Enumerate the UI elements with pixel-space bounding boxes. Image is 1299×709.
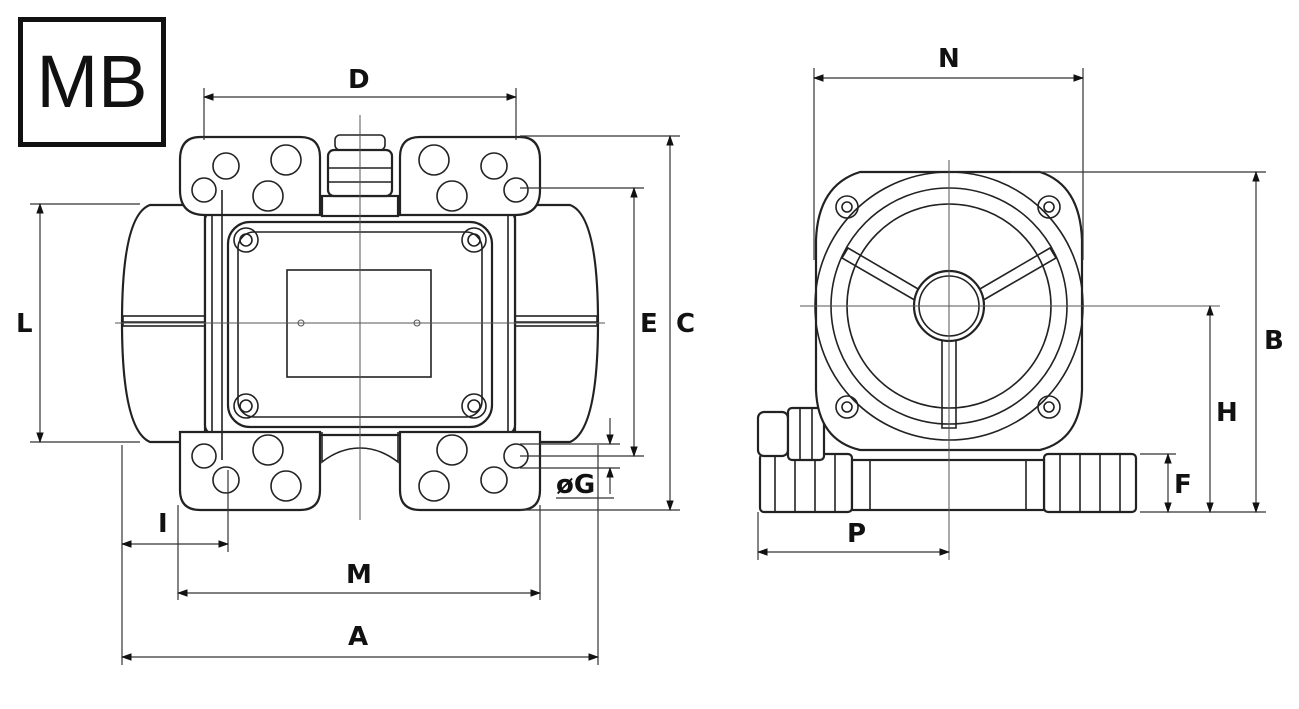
bolt-icon <box>835 195 1061 419</box>
label-g: øG <box>556 470 595 500</box>
label-b: B <box>1264 326 1284 356</box>
label-f: F <box>1174 470 1192 500</box>
side-dimensions <box>756 68 1266 560</box>
front-dimensions <box>30 88 680 665</box>
label-d: D <box>348 65 370 95</box>
label-e: E <box>640 309 658 339</box>
logo-text: MB <box>36 40 148 123</box>
label-i: I <box>158 509 168 539</box>
label-c: C <box>676 309 695 339</box>
screw-icon <box>233 227 487 419</box>
mounting-hole-icon <box>191 144 529 502</box>
base-left <box>758 452 854 514</box>
label-h: H <box>1216 398 1238 428</box>
cable-gland-side <box>756 406 826 462</box>
label-n: N <box>938 44 960 74</box>
base-center <box>850 458 1046 512</box>
foot-top-right <box>398 135 542 217</box>
base-right <box>1042 452 1138 514</box>
label-p: P <box>847 519 866 549</box>
label-l: L <box>16 309 33 339</box>
foot-top-left <box>178 135 322 217</box>
label-m: M <box>346 560 372 590</box>
front-view <box>115 115 605 520</box>
mb-logo: MB <box>18 17 166 147</box>
side-view <box>756 160 1220 560</box>
label-a: A <box>348 622 368 652</box>
